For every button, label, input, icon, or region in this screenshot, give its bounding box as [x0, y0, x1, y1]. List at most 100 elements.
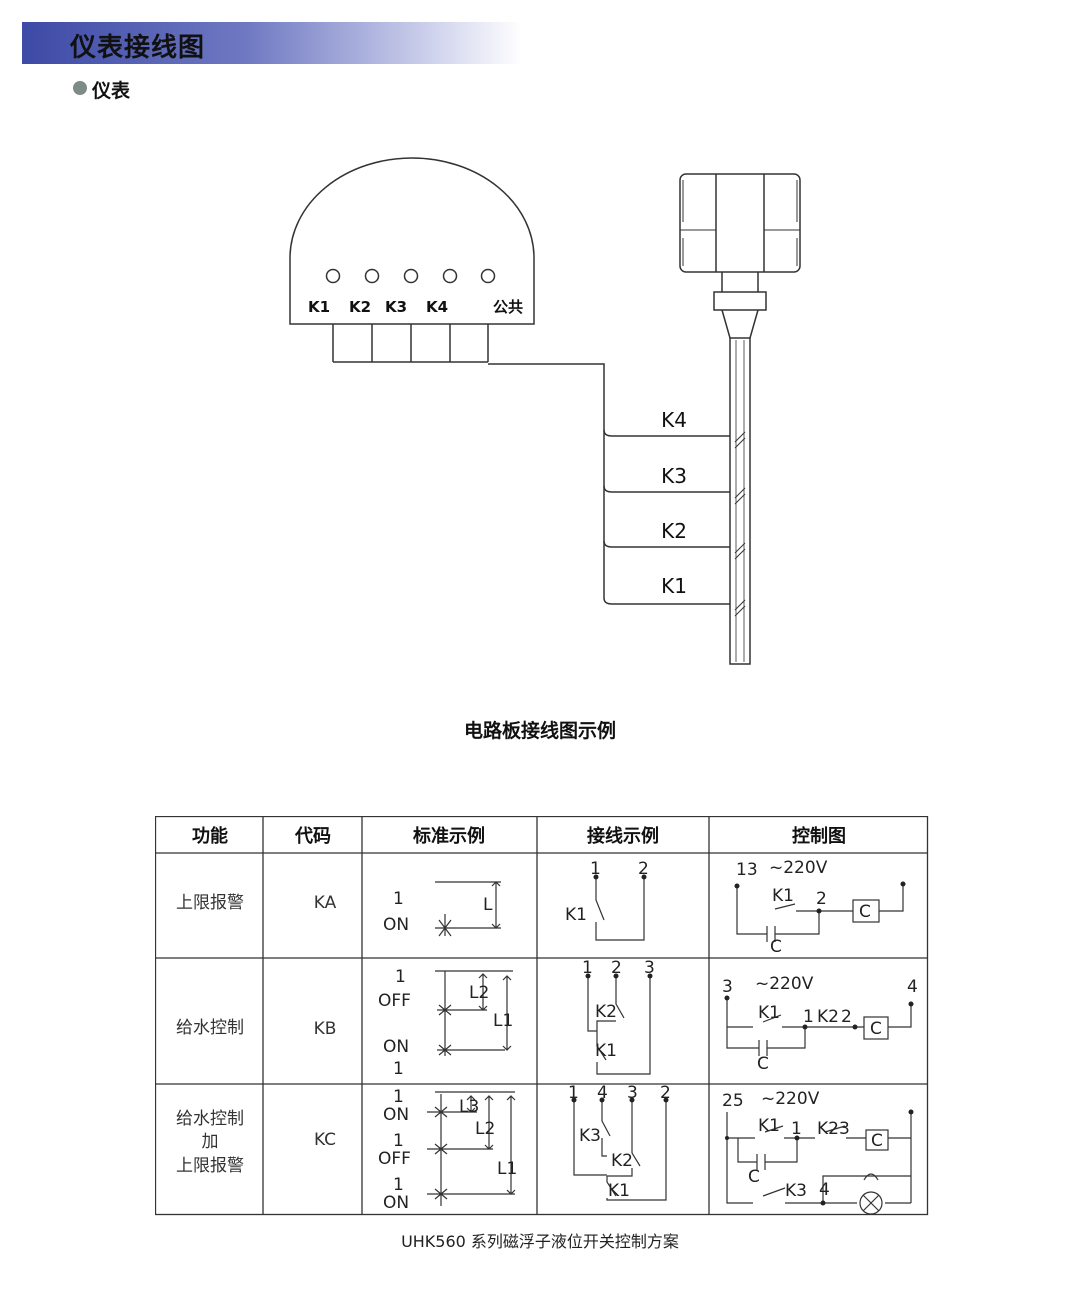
- row3-wire-k2: K2: [611, 1151, 633, 1171]
- header-wiring: 接线示例: [587, 825, 659, 847]
- header-bar: [22, 22, 522, 64]
- row1-std-l: L: [483, 895, 493, 915]
- wiring-diagram: K1 K2 K3 K4 公共 K4 K3 K2 K1: [289, 157, 801, 665]
- row1-std-on: ON: [383, 915, 409, 935]
- terminal-label-k3: K3: [385, 298, 407, 316]
- probe-tube: [729, 337, 751, 665]
- row2-ctrl-220v: ~220V: [755, 974, 814, 994]
- row3-wire-4: 4: [597, 1083, 608, 1103]
- table-caption: UHK560 系列磁浮子液位开关控制方案: [401, 1232, 679, 1251]
- row1-ctrl-k1: K1: [772, 886, 794, 906]
- row3-ctrl-c-box: C: [871, 1131, 883, 1151]
- row1-std-1: 1: [393, 889, 404, 909]
- row3-wire-k3: K3: [579, 1126, 601, 1146]
- row2-std-on: ON: [383, 1037, 409, 1057]
- wire-branch-k3: [603, 485, 730, 493]
- terminal-label-common: 公共: [493, 298, 523, 316]
- row3-function-line3: 上限报警: [176, 1156, 244, 1176]
- terminal-label-k2: K2: [349, 298, 371, 316]
- diagram-caption: 电路板接线图示例: [463, 720, 616, 742]
- section-bullet-icon: [73, 81, 87, 95]
- row3-std-l2: L2: [475, 1119, 495, 1139]
- row2-ctrl-3: 3: [722, 977, 733, 997]
- terminal-k4: [442, 268, 458, 284]
- row1-ctrl-220v: ~220V: [769, 858, 828, 878]
- wire-branch-k4: [603, 429, 730, 437]
- wire-label-k2: K2: [661, 519, 687, 543]
- terminal-label-k1: K1: [308, 298, 330, 316]
- row2-std-1a: 1: [395, 967, 406, 987]
- row2-ctrl-c-box: C: [870, 1019, 882, 1039]
- row3-std-on-a: ON: [383, 1105, 409, 1125]
- row2-std-1b: 1: [393, 1059, 404, 1079]
- row2-ctrl-c-contact: C: [757, 1054, 769, 1074]
- row2-wire-3: 3: [644, 958, 655, 978]
- row3-wire-1: 1: [568, 1083, 579, 1103]
- row2-wire-k2: K2: [595, 1002, 617, 1022]
- terminal-k1: [325, 268, 341, 284]
- row3-function-line2: 加: [202, 1132, 219, 1152]
- terminal-label-k4: K4: [426, 298, 448, 316]
- row1-wire-2: 2: [638, 859, 649, 879]
- row2-wire-2: 2: [611, 958, 622, 978]
- row3-std-1a: 1: [393, 1087, 404, 1107]
- row3-std-l1: L1: [497, 1159, 517, 1179]
- row3-ctrl-1: 1: [791, 1119, 802, 1139]
- switch-head: [679, 173, 801, 273]
- row2-std-l2: L2: [469, 983, 489, 1003]
- switch-fitting: [713, 291, 767, 311]
- wire-label-k4: K4: [661, 408, 687, 432]
- row2-std-off: OFF: [378, 991, 411, 1011]
- wire-label-k1: K1: [661, 574, 687, 598]
- row1-wire-1: 1: [590, 859, 601, 879]
- row3-ctrl-k2: K2: [817, 1119, 839, 1139]
- row2-ctrl-1: 1: [803, 1007, 814, 1027]
- row2-wire-1: 1: [582, 958, 593, 978]
- row1-function: 上限报警: [176, 893, 244, 913]
- row3-ctrl-4: 4: [819, 1180, 830, 1200]
- row3-std-l3: L3: [459, 1097, 479, 1117]
- wire-label-k3: K3: [661, 464, 687, 488]
- row1-code: KA: [314, 893, 337, 913]
- row2-ctrl-2: 2: [841, 1007, 852, 1027]
- row2-std-l1: L1: [493, 1011, 513, 1031]
- row3-std-off: OFF: [378, 1149, 411, 1169]
- control-scheme-table: 功能 代码 标准示例 接线示例 控制图 上限报警 KA 给水控制 KB 给水控制…: [155, 816, 929, 1216]
- row1-ctrl-13: 13: [736, 860, 758, 880]
- row3-std-on-b: ON: [383, 1193, 409, 1213]
- page-title: 仪表接线图: [70, 33, 206, 63]
- row3-ctrl-25: 25: [722, 1091, 744, 1111]
- row3-std-1c: 1: [393, 1175, 404, 1195]
- terminal-common: [480, 268, 496, 284]
- terminal-k2: [364, 268, 380, 284]
- terminal-k3: [403, 268, 419, 284]
- header-code: 代码: [294, 826, 331, 847]
- row2-ctrl-k2: K2: [817, 1007, 839, 1027]
- row3-function-line1: 给水控制: [176, 1109, 244, 1129]
- row1-wire-k1: K1: [565, 905, 587, 925]
- row1-ctrl-c-contact: C: [770, 937, 782, 957]
- wire-main: [488, 363, 730, 605]
- row3-std-1b: 1: [393, 1131, 404, 1151]
- header-function: 功能: [192, 825, 228, 847]
- row2-ctrl-4: 4: [907, 977, 918, 997]
- header-control: 控制图: [792, 825, 846, 847]
- row3-ctrl-c-contact: C: [748, 1167, 760, 1187]
- header-standard: 标准示例: [412, 825, 485, 847]
- row2-ctrl-k1: K1: [758, 1003, 780, 1023]
- row1-ctrl-2: 2: [816, 889, 827, 909]
- row2-wire-k1: K1: [595, 1041, 617, 1061]
- row3-wire-3: 3: [627, 1083, 638, 1103]
- row2-code: KB: [314, 1019, 337, 1039]
- row1-ctrl-c-box: C: [859, 902, 871, 922]
- circuit-board-outline: [289, 157, 535, 325]
- row3-ctrl-k1: K1: [758, 1116, 780, 1136]
- wire-branch-k2: [603, 540, 730, 548]
- row2-function: 给水控制: [176, 1018, 244, 1038]
- section-label: 仪表: [92, 80, 131, 102]
- row3-ctrl-k3: K3: [785, 1181, 807, 1201]
- row3-ctrl-3: 3: [839, 1119, 850, 1139]
- row3-wire-2: 2: [660, 1083, 671, 1103]
- row3-wire-k1: K1: [608, 1181, 630, 1201]
- row3-code: KC: [314, 1130, 336, 1150]
